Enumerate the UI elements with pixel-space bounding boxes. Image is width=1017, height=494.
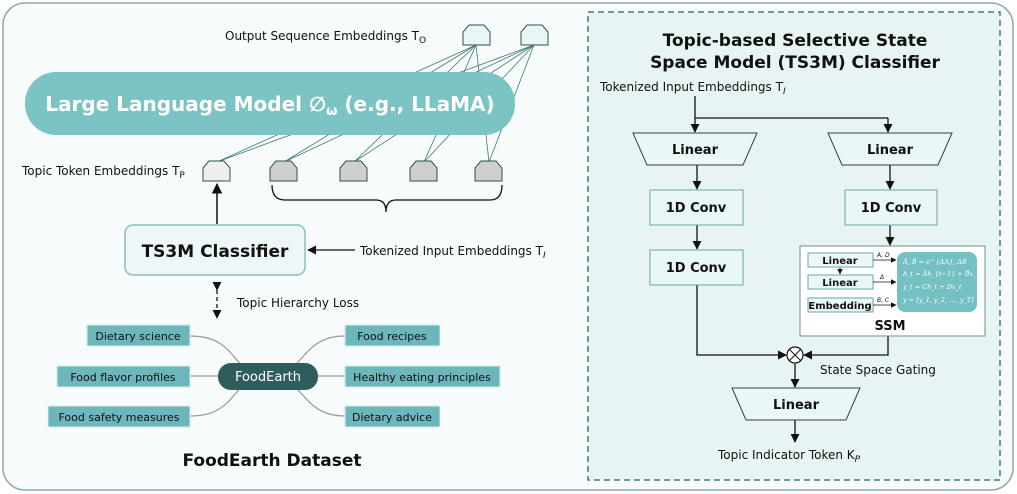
svg-text:Food recipes: Food recipes [357, 330, 427, 343]
llm-block [25, 72, 515, 135]
gating-multiply-icon [786, 346, 804, 364]
conv-label: 1D Conv [861, 201, 922, 216]
input-token [474, 160, 503, 182]
svg-text:Food flavor profiles: Food flavor profiles [70, 371, 176, 384]
linear-right [827, 132, 953, 166]
svg-text:Dietary science: Dietary science [95, 330, 180, 343]
svg-text:Healthy eating principles: Healthy eating principles [353, 371, 491, 384]
input-token [409, 160, 438, 182]
topic-token-label: Topic Token Embeddings TP [21, 164, 185, 181]
panel-title-line2: Space Model (TS3M) Classifier [650, 53, 940, 73]
conv-left-2 [649, 249, 744, 286]
ssm-block-label: Linear [822, 278, 857, 289]
loss-label: Topic Hierarchy Loss [236, 296, 359, 310]
input-label: Tokenized Input Embeddings TI [599, 80, 786, 97]
topic-box: Healthy eating principles [344, 365, 501, 388]
conv-label: 1D Conv [666, 261, 727, 276]
dataset-title: FoodEarth Dataset [182, 451, 361, 471]
svg-text:A, D: A, D [876, 252, 890, 259]
output-token [462, 24, 491, 46]
conv-label: 1D Conv [666, 201, 727, 216]
ssm-block-label: Embedding [808, 301, 871, 312]
linear-left-label: Linear [672, 143, 719, 158]
linear-left [632, 132, 758, 166]
svg-text:Δ: Δ [879, 274, 884, 281]
ssm-equations: Ā, B̄ = e^{ΔA}, ΔB h_t = Āh_{t−1} + B̄x_… [902, 257, 979, 304]
llm-label: Large Language Model ∅ω (e.g., LLaMA) [45, 92, 494, 119]
svg-text:Ā, B̄ = e^{ΔA}, ΔB: Ā, B̄ = e^{ΔA}, ΔB [902, 257, 967, 266]
topic-box: Dietary science [86, 324, 191, 347]
linear-output [731, 387, 861, 421]
linear-output-label: Linear [773, 398, 820, 413]
svg-text:h_t = Āh_{t−1} + B̄x_t: h_t = Āh_{t−1} + B̄x_t [903, 269, 979, 278]
topic-token [202, 160, 231, 182]
topic-box: Food recipes [344, 324, 441, 347]
flow-lines [690, 96, 895, 443]
input-token [339, 160, 368, 182]
conv-left-1 [649, 189, 744, 226]
ts3m-classifier-box [124, 224, 306, 276]
input-tokens [269, 160, 503, 182]
topic-box: Food safety measures [47, 405, 191, 428]
foodearth-node-label: FoodEarth [235, 370, 301, 385]
linear-right-label: Linear [867, 143, 914, 158]
input-token [269, 160, 298, 182]
ssm-arrows [837, 257, 897, 308]
ssm-edge-labels: A, D Δ B, C [876, 252, 890, 304]
brace [271, 184, 503, 213]
classifier-label: TS3M Classifier [142, 242, 289, 262]
topic-box: Food flavor profiles [56, 365, 191, 388]
conv-right [844, 189, 938, 226]
gating-label: State Space Gating [820, 363, 936, 377]
panel-title-line1: Topic-based Selective State [663, 31, 928, 51]
output-embeddings-label: Output Sequence Embeddings TO [225, 29, 426, 46]
ssm-title: SSM [874, 319, 905, 334]
svg-text:Dietary advice: Dietary advice [352, 411, 432, 424]
ssm-equations-box [897, 252, 977, 312]
svg-text:y_t = Ch_t + Dx_t: y_t = Ch_t + Dx_t [902, 283, 962, 291]
svg-text:B, C: B, C [877, 297, 890, 304]
foodearth-node [218, 363, 318, 390]
output-token [520, 24, 549, 46]
ssm-block-label: Linear [822, 256, 857, 267]
topic-box: Dietary advice [344, 405, 441, 428]
svg-text:Food safety measures: Food safety measures [58, 411, 179, 424]
svg-text:y = [y_1, y_2, …, y_T]: y = [y_1, y_2, …, y_T] [902, 296, 974, 304]
topic-indicator-label: Topic Indicator Token KP [717, 448, 861, 465]
tokenized-input-label: Tokenized Input Embeddings TI [359, 244, 546, 261]
